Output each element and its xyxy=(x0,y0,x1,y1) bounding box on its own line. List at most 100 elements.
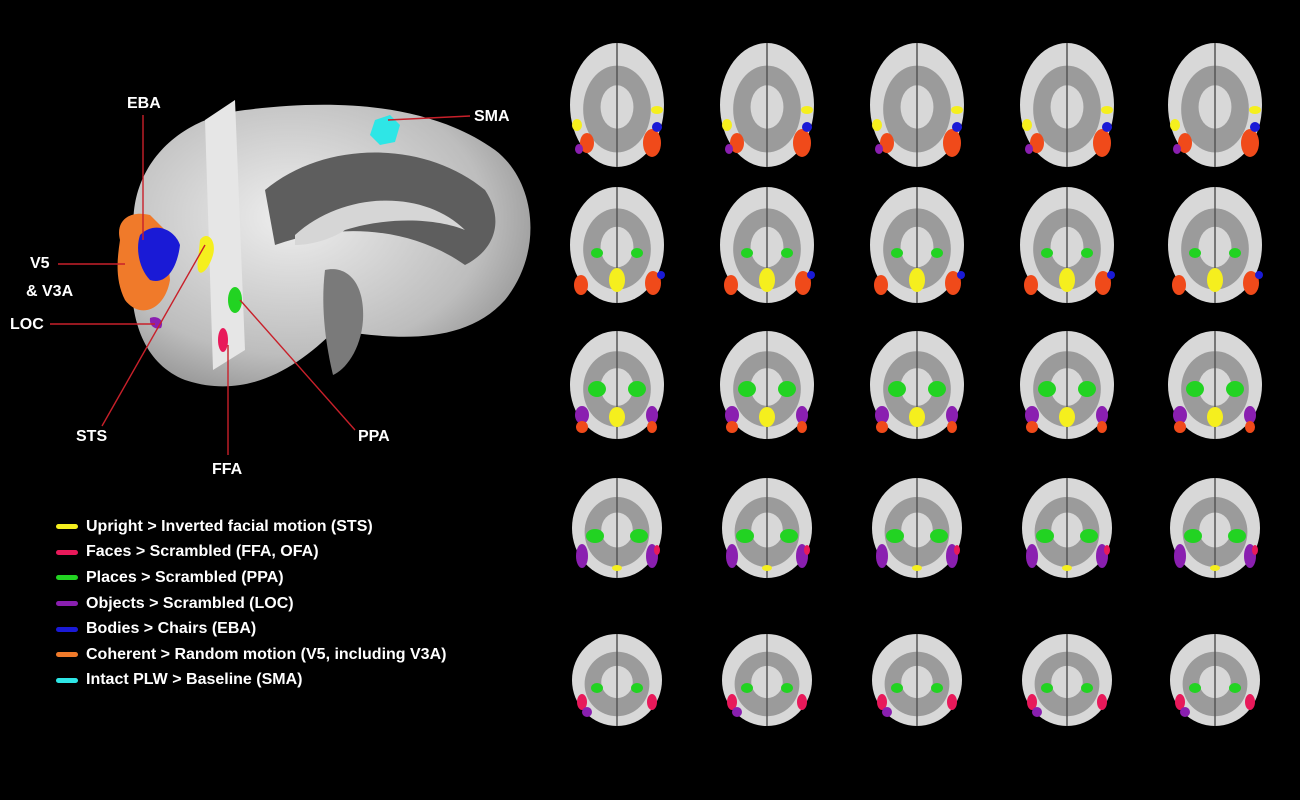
activation-blob xyxy=(874,275,888,295)
activation-blob xyxy=(741,248,753,258)
activation-blob xyxy=(801,106,813,114)
activation-blob xyxy=(781,248,793,258)
activation-blob xyxy=(759,268,775,292)
axial-slice xyxy=(870,187,965,303)
activation-blob xyxy=(793,129,811,157)
activation-blob xyxy=(575,406,589,424)
activation-blob xyxy=(577,694,587,710)
legend-label: Coherent > Random motion (V5, including … xyxy=(86,645,447,663)
activation-blob xyxy=(946,406,958,424)
activation-blob xyxy=(572,119,582,131)
activation-blob xyxy=(612,565,622,571)
blob-ffa xyxy=(218,328,228,352)
activation-blob xyxy=(631,683,643,693)
activation-blob xyxy=(1207,268,1223,292)
legend-label: Upright > Inverted facial motion (STS) xyxy=(86,517,373,535)
activation-blob xyxy=(1104,545,1110,555)
axial-slice xyxy=(720,187,815,303)
activation-blob xyxy=(643,129,661,157)
legend-item: Upright > Inverted facial motion (STS) xyxy=(56,514,446,540)
legend: Upright > Inverted facial motion (STS) Fa… xyxy=(56,514,446,693)
legend-swatch xyxy=(56,575,78,581)
activation-blob xyxy=(780,529,798,543)
activation-blob xyxy=(657,271,665,279)
activation-blob xyxy=(588,381,606,397)
activation-blob xyxy=(891,248,903,258)
activation-blob xyxy=(722,119,732,131)
legend-swatch xyxy=(56,524,78,530)
activation-blob xyxy=(591,683,603,693)
activation-blob xyxy=(807,271,815,279)
activation-blob xyxy=(1097,421,1107,433)
activation-blob xyxy=(886,529,904,543)
axial-slice xyxy=(1170,634,1260,726)
axial-slice xyxy=(1020,43,1114,167)
activation-blob xyxy=(645,271,661,295)
activation-blob xyxy=(1172,275,1186,295)
activation-blob xyxy=(609,268,625,292)
activation-blob xyxy=(1249,106,1261,114)
activation-blob xyxy=(1174,421,1186,433)
axial-slice-grid xyxy=(570,43,1263,726)
activation-blob xyxy=(875,406,889,424)
activation-blob xyxy=(875,144,883,154)
activation-blob xyxy=(882,707,892,717)
activation-blob xyxy=(646,406,658,424)
activation-blob xyxy=(778,381,796,397)
activation-blob xyxy=(876,421,888,433)
axial-slice xyxy=(1168,187,1263,303)
activation-blob xyxy=(1226,381,1244,397)
legend-swatch xyxy=(56,601,78,607)
axial-slice xyxy=(1168,43,1262,167)
activation-blob xyxy=(1252,545,1258,555)
activation-blob xyxy=(651,106,663,114)
legend-swatch xyxy=(56,677,78,683)
activation-blob xyxy=(1036,529,1054,543)
activation-blob xyxy=(1174,544,1186,568)
activation-blob xyxy=(574,275,588,295)
activation-blob xyxy=(1245,694,1255,710)
legend-label: Faces > Scrambled (FFA, OFA) xyxy=(86,543,319,561)
legend-item: Coherent > Random motion (V5, including … xyxy=(56,642,446,668)
activation-blob xyxy=(1184,529,1202,543)
activation-blob xyxy=(912,565,922,571)
activation-blob xyxy=(931,683,943,693)
activation-blob xyxy=(947,694,957,710)
activation-blob xyxy=(1241,129,1259,157)
activation-blob xyxy=(726,544,738,568)
activation-blob xyxy=(1245,421,1255,433)
activation-blob xyxy=(797,421,807,433)
activation-blob xyxy=(1059,407,1075,427)
activation-blob xyxy=(876,544,888,568)
activation-blob xyxy=(1173,406,1187,424)
activation-blob xyxy=(580,133,594,153)
activation-blob xyxy=(1170,119,1180,131)
activation-blob xyxy=(1107,271,1115,279)
activation-blob xyxy=(1229,683,1241,693)
activation-blob xyxy=(1255,271,1263,279)
activation-blob xyxy=(586,529,604,543)
legend-item: Places > Scrambled (PPA) xyxy=(56,565,446,591)
activation-blob xyxy=(930,529,948,543)
activation-blob xyxy=(957,271,965,279)
activation-blob xyxy=(724,275,738,295)
label-sma: SMA xyxy=(474,108,510,125)
activation-blob xyxy=(947,421,957,433)
legend-swatch xyxy=(56,652,78,658)
axial-slice xyxy=(1168,331,1262,439)
activation-blob xyxy=(872,119,882,131)
axial-slice xyxy=(870,331,964,439)
activation-blob xyxy=(954,545,960,555)
axial-slice xyxy=(870,43,964,167)
leader-sma xyxy=(387,115,471,121)
activation-blob xyxy=(1026,421,1038,433)
axial-slice xyxy=(720,331,814,439)
activation-blob xyxy=(952,122,962,132)
activation-blob xyxy=(1078,381,1096,397)
activation-blob xyxy=(1207,407,1223,427)
activation-blob xyxy=(1062,565,1072,571)
activation-blob xyxy=(762,565,772,571)
activation-blob xyxy=(802,122,812,132)
activation-blob xyxy=(1026,544,1038,568)
